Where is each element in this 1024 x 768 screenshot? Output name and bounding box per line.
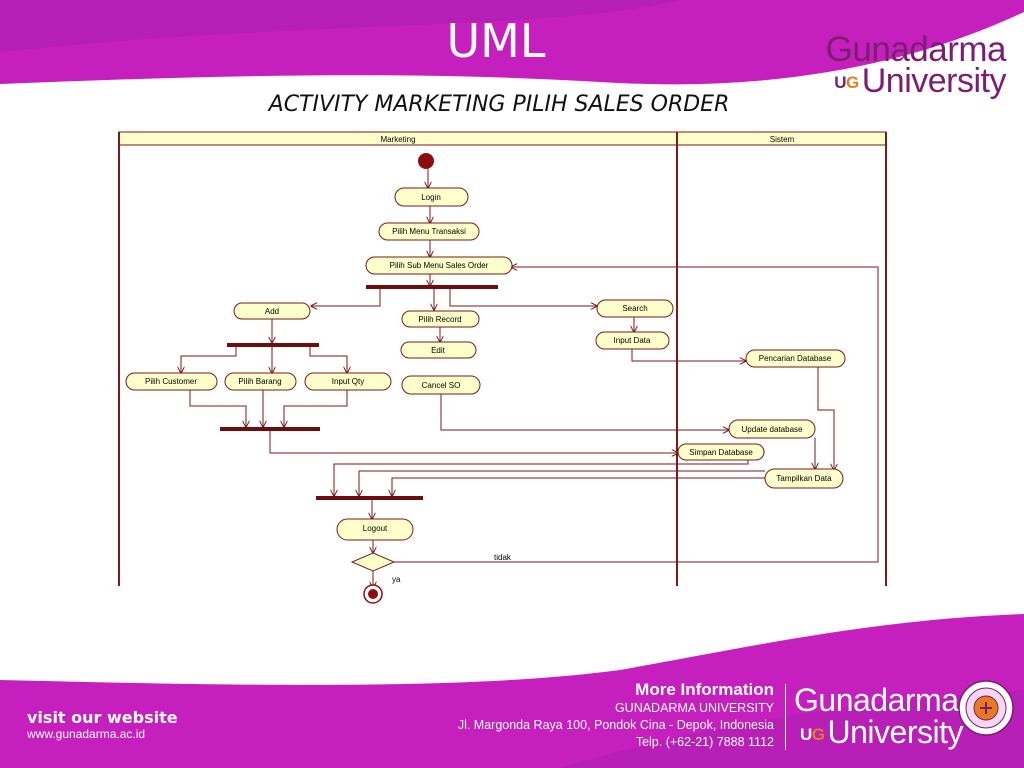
ug-mark: UG [834, 73, 859, 93]
phone: Telp. (+62-21) 7888 1112 [635, 735, 774, 749]
slide-title: UML [446, 14, 546, 68]
activity-input-data [595, 331, 670, 350]
join-bar-1 [220, 427, 320, 431]
activity-login-label: Login [421, 193, 441, 202]
activity-pilih-customer [125, 372, 218, 391]
edge-simpan-final [334, 460, 749, 496]
initial-node [418, 153, 434, 169]
fork-bar-2 [227, 343, 319, 347]
footer-logo-name: Gunadarma [794, 682, 959, 718]
sync-bars [220, 285, 498, 500]
edge-qty-join [284, 390, 348, 427]
activity-input-qty [304, 372, 392, 391]
edge-fork2-qty [309, 345, 347, 373]
guard-yes: ya [392, 575, 401, 584]
activity-add [233, 302, 311, 320]
activity-tampilkan-label: Tampilkan Data [776, 474, 832, 483]
lane-label-sistem: Sistem [770, 135, 795, 144]
activity-simpan-db [677, 443, 765, 461]
activity-login [394, 187, 469, 207]
edge-fork2-customer [181, 345, 237, 373]
activity-pilih-customer-label: Pilih Customer [145, 377, 197, 386]
edge-join-simpan [269, 430, 678, 453]
activity-add-label: Add [265, 307, 279, 316]
activity-edit [400, 341, 477, 359]
activity-edit-label: Edit [431, 346, 446, 355]
top-logo-university: UGUniversity [834, 62, 1006, 100]
activity-pencarian [745, 349, 846, 368]
edge-pencarian-tampilkan [817, 367, 834, 470]
activity-pencarian-label: Pencarian Database [759, 354, 832, 363]
activity-update-db-label: Update database [742, 425, 803, 434]
visit-website-label: visit our website [27, 708, 178, 727]
activity-update-db [728, 419, 816, 439]
footer-ug-mark: UG [800, 724, 825, 744]
activity-logout-label: Logout [363, 524, 388, 533]
activity-menu-transaksi [378, 222, 480, 241]
university-seal-icon [958, 680, 1014, 736]
lane-label-marketing: Marketing [380, 135, 415, 144]
activity-pilih-record-label: Pilih Record [418, 315, 461, 324]
fork-bar-1 [366, 285, 498, 289]
more-information-heading: More Information [635, 680, 774, 699]
activities [125, 187, 846, 541]
edge-customer-join [189, 390, 246, 427]
activity-pilih-barang [224, 372, 297, 391]
activity-labels: Login Pilih Menu Transaksi Pilih Sub Men… [145, 193, 832, 533]
edges [181, 169, 879, 588]
footer-divider [785, 684, 786, 750]
activity-cancel-so-label: Cancel SO [422, 381, 461, 390]
swimlanes: Marketing Sistem [118, 131, 887, 586]
top-logo-name: Gunadarma [825, 30, 1007, 69]
activity-sub-menu [365, 256, 513, 275]
activity-input-data-label: Input Data [614, 336, 651, 345]
activity-cancel-so [401, 375, 481, 395]
footer-band [0, 614, 1024, 768]
edge-tampilkan-final-2 [359, 470, 765, 496]
website-link[interactable]: www.gunadarma.ac.id [27, 727, 146, 741]
edge-fork-search [449, 288, 597, 306]
activity-input-qty-label: Input Qty [332, 377, 364, 386]
footer-logo-university: UGUniversity [800, 714, 963, 750]
activity-pilih-record [401, 310, 480, 328]
activity-sub-menu-label: Pilih Sub Menu Sales Order [390, 261, 489, 270]
edge-tampilkan-final [392, 477, 765, 496]
final-node [363, 584, 383, 604]
activity-tampilkan [764, 468, 844, 489]
org-name: GUNADARMA UNIVERSITY [614, 701, 774, 715]
guard-no: tidak [494, 553, 512, 562]
activity-search-label: Search [622, 304, 647, 313]
activity-menu-transaksi-label: Pilih Menu Transaksi [392, 227, 466, 236]
decision-node [350, 552, 396, 572]
activity-pilih-barang-label: Pilih Barang [238, 377, 281, 386]
slide-subtitle: ACTIVITY MARKETING PILIH SALES ORDER [268, 92, 730, 117]
footer-band-dark [560, 690, 1024, 768]
join-bar-2 [316, 496, 423, 500]
address: Jl. Margonda Raya 100, Pondok Cina - Dep… [457, 718, 774, 732]
edge-input-pencarian [631, 349, 746, 361]
edge-decision-no [393, 267, 879, 563]
activity-simpan-db-label: Simpan Database [689, 448, 753, 457]
edge-fork-add [311, 288, 381, 306]
header-band-dark [0, 0, 680, 52]
activity-logout [336, 518, 414, 541]
activity-search [596, 299, 674, 318]
edge-cancel-update [440, 394, 729, 430]
